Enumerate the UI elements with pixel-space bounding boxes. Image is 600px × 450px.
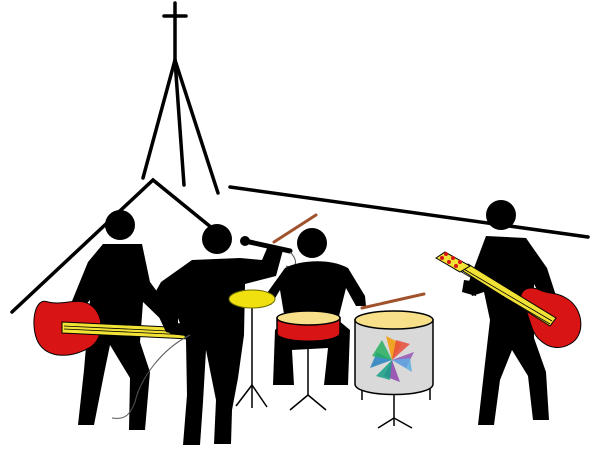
singer-head (202, 224, 232, 254)
snare-drum (276, 310, 341, 411)
roof-line (10, 177, 590, 314)
guitarist-left (33, 210, 191, 430)
pinwheel-logo-icon (370, 336, 414, 382)
singer (111, 224, 296, 445)
bass-drum (354, 310, 434, 429)
steeple (141, 58, 220, 195)
guitar-right (435, 251, 582, 348)
guitar-left (33, 300, 191, 356)
guitarist-right-head (486, 200, 516, 230)
church-outline (10, 1, 590, 314)
cymbal-stand (235, 305, 268, 408)
guitarist-left-head (105, 210, 135, 240)
guitarist-right (435, 200, 582, 425)
bass-drum-head (354, 310, 434, 330)
drumstick-right (360, 292, 426, 310)
drumstick-left (272, 213, 318, 244)
guitarist-right-hand (462, 280, 478, 296)
singer-body (151, 246, 283, 445)
microphone-icon (240, 236, 293, 254)
drummer-head (297, 228, 327, 258)
cymbal (228, 289, 276, 309)
guitar-headstock (435, 251, 471, 273)
snare-drum-head (276, 310, 341, 326)
guitarist-left-body (70, 244, 178, 430)
cross-icon (162, 1, 188, 62)
